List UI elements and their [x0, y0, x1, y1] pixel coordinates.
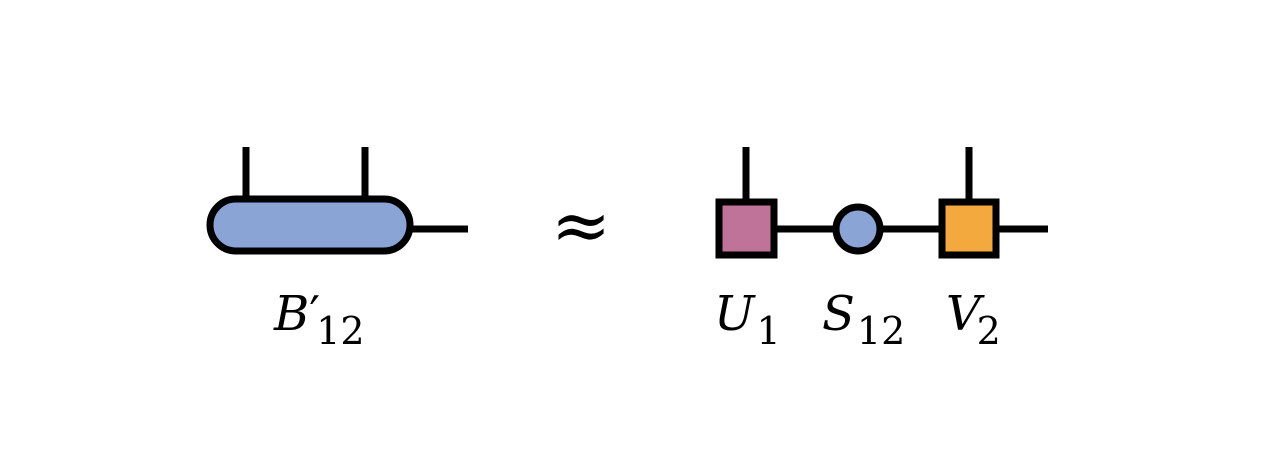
b-tensor-label: B′12: [273, 286, 365, 353]
b-tensor-node: [206, 195, 414, 255]
approx-symbol: ≈: [551, 183, 611, 267]
s-tensor-label: S12: [822, 286, 905, 353]
v-tensor-node: [938, 198, 1000, 259]
s-tensor-node: [832, 203, 884, 255]
v-tensor-label: V2: [946, 286, 1001, 353]
rhs-decomposition-group: U1 S12 V2: [714, 147, 1048, 353]
u-tensor-label: U1: [714, 286, 781, 353]
u-tensor-node: [715, 198, 778, 259]
lhs-tensor-group: B′12: [206, 147, 468, 353]
